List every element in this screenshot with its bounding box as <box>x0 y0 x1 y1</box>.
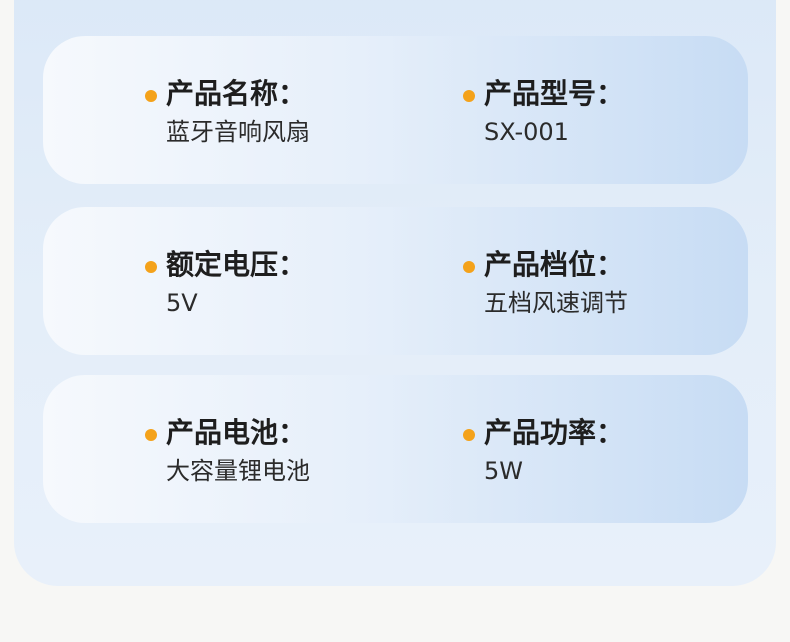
spec-card-1: 产品名称： 蓝牙音响风扇 产品型号： SX-001 <box>43 36 748 184</box>
spec-label: 产品名称： <box>166 77 307 110</box>
spec-label: 产品电池： <box>166 416 307 449</box>
spec-value: 蓝牙音响风扇 <box>166 118 310 146</box>
bullet-dot-icon <box>145 261 157 273</box>
spec-value: 大容量锂电池 <box>166 457 310 485</box>
bullet-dot-icon <box>463 429 475 441</box>
bullet-dot-icon <box>145 90 157 102</box>
spec-label: 额定电压： <box>166 248 307 281</box>
spec-value: SX-001 <box>484 118 569 146</box>
spec-card-3: 产品电池： 大容量锂电池 产品功率： 5W <box>43 375 748 523</box>
spec-label: 产品型号： <box>484 77 625 110</box>
spec-value: 五档风速调节 <box>484 289 628 317</box>
spec-card-2: 额定电压： 5V 产品档位： 五档风速调节 <box>43 207 748 355</box>
spec-value: 5W <box>484 457 523 485</box>
spec-label: 产品档位： <box>484 248 625 281</box>
bullet-dot-icon <box>145 429 157 441</box>
spec-label: 产品功率： <box>484 416 625 449</box>
bullet-dot-icon <box>463 90 475 102</box>
spec-value: 5V <box>166 289 198 317</box>
bullet-dot-icon <box>463 261 475 273</box>
